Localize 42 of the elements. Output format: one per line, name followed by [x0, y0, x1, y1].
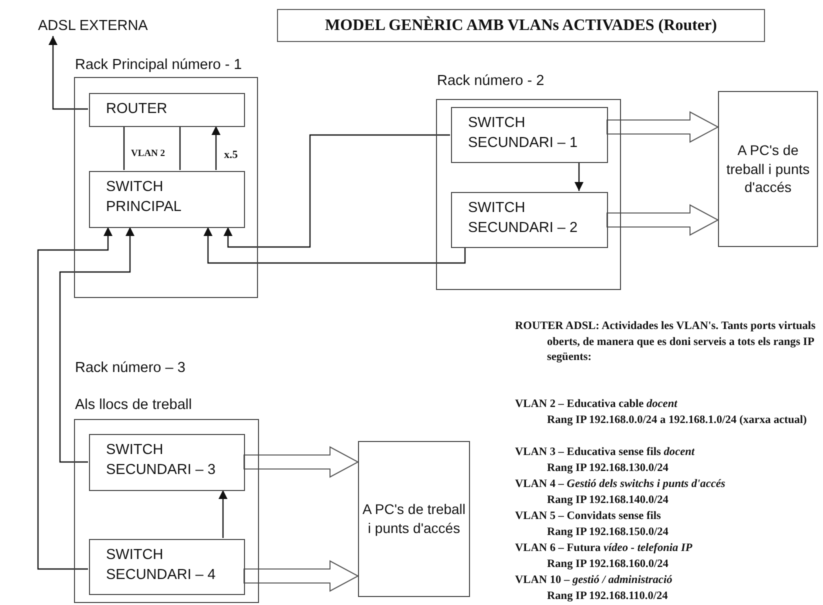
note-heading: VLAN 6 – Futura vídeo - telefonia IP	[515, 541, 694, 556]
note-text: Rang IP 192.168.150.0/24	[546, 525, 670, 540]
note-heading: VLAN 3 – Educativa sense fils docent	[515, 445, 696, 460]
rack-heading: Als llocs de treball	[75, 397, 192, 413]
connector-line	[123, 126, 125, 170]
note-text: Rang IP 192.168.140.0/24	[546, 493, 670, 508]
arrow	[212, 126, 220, 170]
block-arrow	[244, 560, 360, 592]
arrow	[37, 227, 112, 570]
arrow	[574, 162, 584, 191]
edge-label: x.5	[224, 149, 238, 161]
block-arrow	[606, 111, 720, 143]
block-arrow	[244, 446, 360, 478]
diagram-title: MODEL GENÈRIC AMB VLANs ACTIVADES (Router)	[277, 9, 765, 42]
device-box: SWITCH SECUNDARI – 4	[89, 539, 245, 595]
rack-heading: Rack número - 2	[437, 73, 544, 89]
arrow	[59, 227, 134, 463]
destination-box: A PC's de treball i punts d'accés	[358, 441, 470, 597]
note-text: Rang IP 192.168.160.0/24	[546, 557, 670, 572]
note-heading: VLAN 10 – gestió / administració	[515, 573, 674, 588]
rack-heading: Rack Principal número - 1	[75, 57, 242, 73]
device-box: SWITCH SECUNDARI – 3	[89, 434, 245, 491]
destination-box: A PC's de treball i punts d'accés	[718, 91, 818, 247]
note-text: ROUTER ADSL: Actividades les VLAN's. Tants ports virtuals oberts, de manera que es doni serveis a tots els rangs IP següents:	[515, 319, 816, 365]
device-box: SWITCH PRINCIPAL	[89, 171, 245, 228]
note-text: Rang IP 192.168.0.0/24 a 192.168.1.0/24 (xarxa actual)	[546, 413, 808, 428]
note-text: Rang IP 192.168.110.0/24	[546, 589, 669, 604]
arrow	[204, 227, 466, 264]
note-heading: VLAN 4 – Gestió dels switchs i punts d'accés	[515, 477, 726, 492]
arrow	[224, 134, 450, 248]
arrow	[218, 490, 228, 538]
arrow	[48, 36, 88, 110]
note-heading: VLAN 5 – Convidats sense fils	[515, 509, 662, 524]
device-box: SWITCH SECUNDARI – 1	[451, 107, 608, 163]
device-box: ROUTER	[89, 93, 245, 127]
note-text: Rang IP 192.168.130.0/24	[546, 461, 670, 476]
device-box: SWITCH SECUNDARI – 2	[451, 192, 608, 248]
link-label: VLAN 2	[131, 149, 166, 159]
block-arrow	[606, 204, 720, 236]
connector-line	[179, 126, 181, 170]
rack-heading: Rack número – 3	[75, 360, 186, 376]
note-heading: VLAN 2 – Educativa cable docent	[515, 397, 678, 412]
